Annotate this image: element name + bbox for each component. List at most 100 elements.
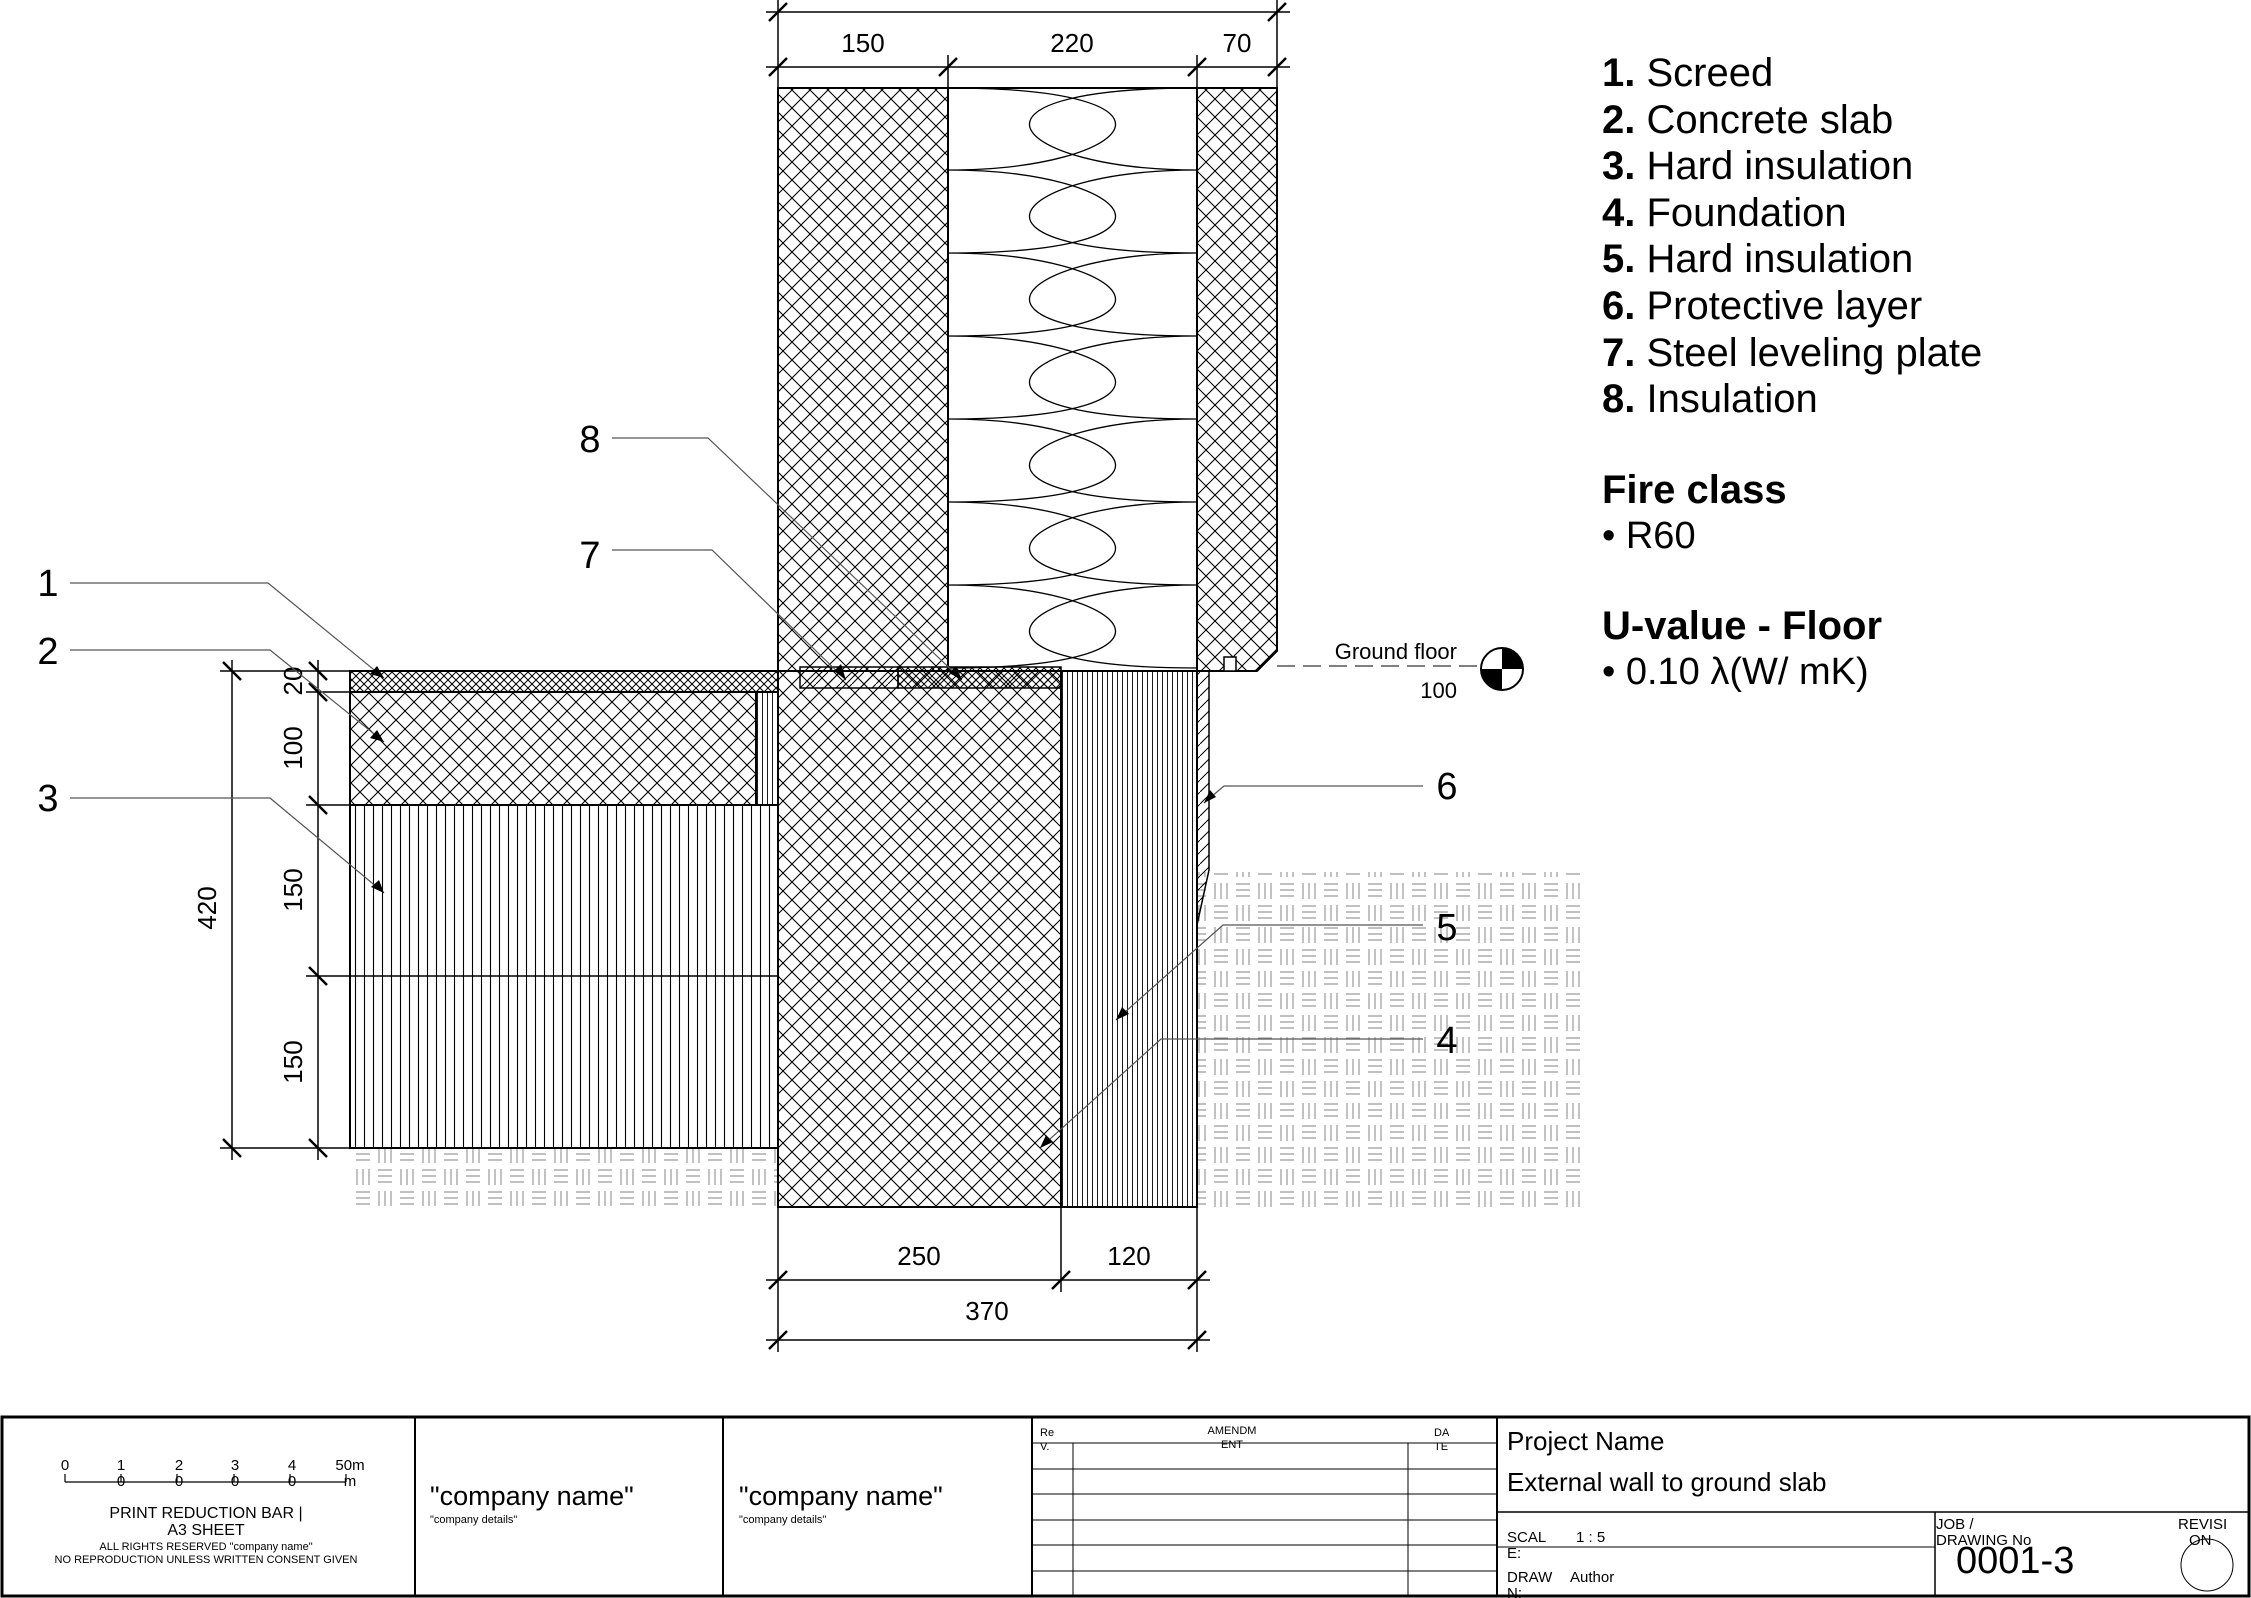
callout-3: 3 <box>37 778 58 820</box>
legend-label: Screed <box>1646 51 1774 95</box>
dim-left-100: 100 <box>278 726 308 769</box>
revision-label-2: ON <box>2189 1532 2212 1549</box>
scale-sub-1: 0 <box>117 1473 125 1490</box>
sheet-size-label: A3 SHEET <box>167 1522 245 1539</box>
legend-item: 2. Concrete slab <box>1602 97 2222 144</box>
amend-rev-header-2: V. <box>1040 1441 1049 1453</box>
dim-left-total: 420 <box>192 886 222 929</box>
legend-num: 4. <box>1602 190 1636 235</box>
steel-leveling-plate <box>799 666 899 689</box>
scale-bar <box>64 1474 347 1483</box>
u-value-section: U-value - Floor • 0.10 λ(W/ mK) <box>1602 603 2222 695</box>
concrete-slab-layer <box>349 691 757 806</box>
legend-label: Hard insulation <box>1646 144 1914 189</box>
legend-item: 7. Steel leveling plate <box>1602 330 2222 377</box>
insulation-strip <box>897 666 1062 689</box>
legend-label: Protective layer <box>1646 283 1923 328</box>
legend-num: 3. <box>1602 144 1636 189</box>
rights-label: ALL RIGHTS RESERVED "company name" <box>99 1541 312 1553</box>
legend-num: 5. <box>1602 237 1636 282</box>
legend-label: Hard insulation <box>1646 237 1914 282</box>
legend-item: 5. Hard insulation <box>1602 236 2222 283</box>
legend-label: Foundation <box>1646 190 1847 235</box>
scale-sub-4: 0 <box>288 1473 296 1490</box>
company-details-2: "company details" <box>739 1514 826 1526</box>
legend-item: 8. Insulation <box>1602 376 2222 423</box>
dim-wall-220: 220 <box>1050 28 1093 58</box>
legend-item: 1. Screed <box>1602 50 2222 97</box>
scale-value: 1 : 5 <box>1576 1529 1605 1546</box>
scale-label: SCAL <box>1507 1529 1546 1546</box>
scale-tick-5: 50m <box>335 1457 364 1474</box>
revision-label: REVISI <box>2178 1516 2227 1533</box>
callout-4: 4 <box>1436 1020 1457 1062</box>
callout-5: 5 <box>1436 907 1457 949</box>
dim-left-150b: 150 <box>278 1040 308 1083</box>
amend-rev-header: Re <box>1040 1427 1054 1439</box>
scale-sub-2: 0 <box>175 1473 183 1490</box>
reduction-bar-label: PRINT REDUCTION BAR | <box>109 1505 302 1522</box>
screed-layer <box>349 670 779 693</box>
scale-sub-3: 0 <box>231 1473 239 1490</box>
legend-num: 8. <box>1602 377 1636 422</box>
fire-class-value: • R60 <box>1602 514 1696 557</box>
job-label-2: DRAWING No <box>1936 1532 2031 1549</box>
ground-hatch-left <box>350 1148 778 1206</box>
legend-num: 7. <box>1602 330 1636 375</box>
legend-item: 4. Foundation <box>1602 190 2222 237</box>
dim-wall-70: 70 <box>1223 28 1252 58</box>
drawing-title: External wall to ground slab <box>1507 1467 1826 1497</box>
company-name-1: "company name" <box>430 1481 634 1511</box>
u-value-title: U-value - Floor <box>1602 603 1883 648</box>
company-name-2: "company name" <box>739 1481 943 1511</box>
slab-edge-strip <box>755 691 779 806</box>
dim-wall-150: 150 <box>841 28 884 58</box>
scale-tick-4: 4 <box>288 1457 296 1474</box>
wall-outer-layer <box>1196 87 1278 672</box>
legend-panel: 1. Screed 2. Concrete slab 3. Hard insul… <box>1602 50 2222 695</box>
scale-tick-0: 0 <box>61 1457 69 1474</box>
perimeter-insulation <box>1060 670 1198 1208</box>
amend-date-header: DA <box>1434 1427 1450 1439</box>
dim-bottom-total: 370 <box>965 1296 1008 1326</box>
dim-bottom-120: 120 <box>1107 1241 1150 1271</box>
scale-tick-1: 1 <box>117 1457 125 1474</box>
scale-sub-5: m <box>344 1473 357 1490</box>
protective-layer <box>1196 670 1210 926</box>
wall-insulation-loops <box>947 87 1198 669</box>
drip-notch <box>1223 656 1237 672</box>
dim-left-150a: 150 <box>278 868 308 911</box>
drawn-label-2: N: <box>1507 1585 1522 1598</box>
dim-bottom-250: 250 <box>897 1241 940 1271</box>
amend-amendment-header-2: ENT <box>1221 1439 1243 1451</box>
job-label: JOB / <box>1936 1516 1974 1533</box>
legend-num: 1. <box>1602 51 1636 95</box>
scale-tick-3: 3 <box>231 1457 239 1474</box>
wall-inner-layer <box>777 87 949 672</box>
scale-tick-2: 2 <box>175 1457 183 1474</box>
drawn-label: DRAW <box>1507 1569 1553 1586</box>
amend-amendment-header: AMENDM <box>1208 1425 1257 1437</box>
project-name: Project Name <box>1507 1426 1665 1456</box>
legend-label: Concrete slab <box>1646 97 1894 142</box>
legend-item: 3. Hard insulation <box>1602 143 2222 190</box>
title-block <box>0 1415 2251 1598</box>
callout-6: 6 <box>1436 766 1457 808</box>
callout-2: 2 <box>37 631 58 673</box>
fire-class-title: Fire class <box>1602 467 1787 512</box>
legend-num: 6. <box>1602 283 1636 328</box>
fire-class-section: Fire class • R60 <box>1602 467 2222 559</box>
legend-item: 6. Protective layer <box>1602 283 2222 330</box>
job-number: 0001-3 <box>1956 1540 2074 1582</box>
drawn-value: Author <box>1570 1569 1614 1586</box>
amend-date-header-2: TE <box>1434 1441 1448 1453</box>
dim-left-20: 20 <box>278 667 308 696</box>
foundation <box>777 670 1062 1208</box>
legend-label: Insulation <box>1646 377 1818 422</box>
legend-label: Steel leveling plate <box>1646 330 1983 375</box>
scale-label-2: E: <box>1507 1545 1521 1562</box>
callout-1: 1 <box>37 563 58 605</box>
company-details-1: "company details" <box>430 1514 517 1526</box>
level-marker-icon <box>1480 647 1524 691</box>
